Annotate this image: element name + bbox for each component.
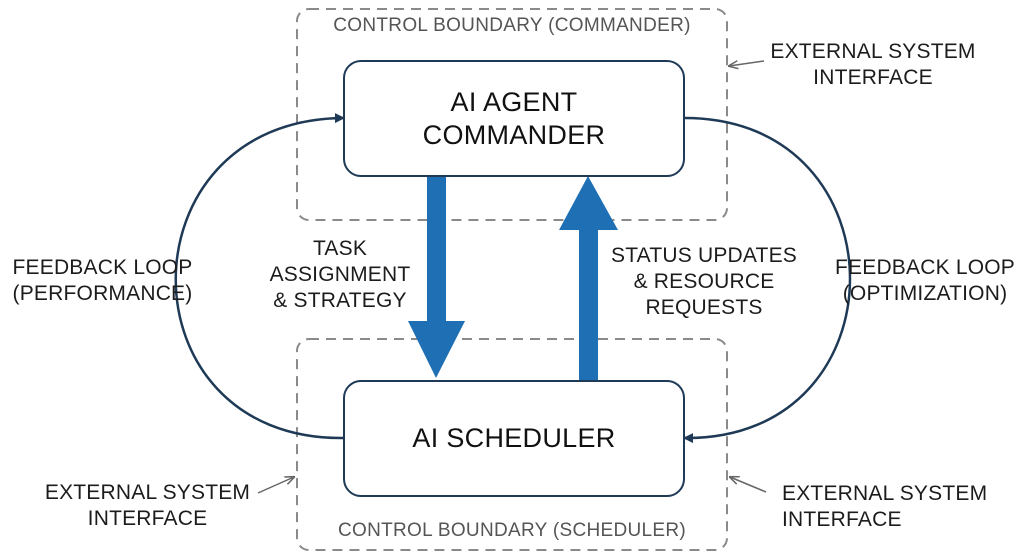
scheduler-boundary-title: CONTROL BOUNDARY (SCHEDULER) [338,520,686,541]
commander-node-label: AI AGENT COMMANDER [422,86,606,150]
scheduler-boundary [296,338,728,551]
task-assignment-arrow [408,176,465,378]
interface-pointer-top-right [729,61,765,66]
commander-node[interactable]: AI AGENT COMMANDER [343,60,685,177]
status-updates-label: STATUS UPDATES & RESOURCE REQUESTS [611,244,797,319]
interface-pointer-bottom-left [257,477,294,494]
external-interface-top-right: EXTERNAL SYSTEM INTERFACE [770,40,976,89]
scheduler-node-label: AI SCHEDULER [412,423,616,453]
feedback-loop-right-arrow [683,116,852,444]
status-updates-arrow [559,176,618,380]
feedback-loop-right-label: FEEDBACK LOOP (OPTIMIZATION) [835,256,1015,305]
feedback-loop-left-arrow [174,113,345,440]
external-interface-bottom-left: EXTERNAL SYSTEM INTERFACE [44,481,251,530]
task-assignment-label: TASK ASSIGNMENT & STRATEGY [269,237,411,312]
commander-boundary [296,8,728,221]
interface-pointer-bottom-right [730,477,767,493]
scheduler-node[interactable]: AI SCHEDULER [343,380,685,497]
external-interface-bottom-right: EXTERNAL SYSTEM INTERFACE [782,482,988,531]
feedback-loop-left-label: FEEDBACK LOOP (PERFORMANCE) [12,256,193,305]
commander-boundary-title: CONTROL BOUNDARY (COMMANDER) [333,15,691,36]
